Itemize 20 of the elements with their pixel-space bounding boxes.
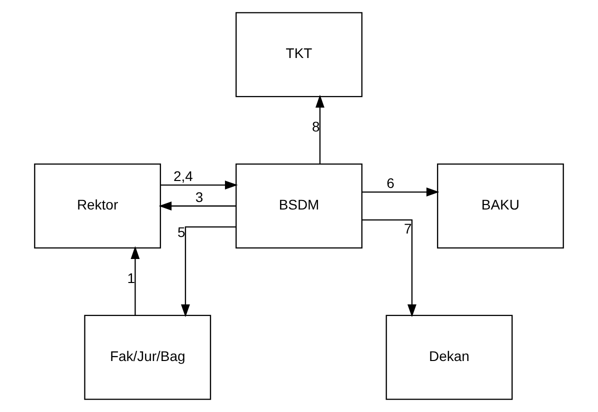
node-box: Fak/Jur/Bag <box>84 314 212 400</box>
edge-label: 1 <box>127 270 136 286</box>
node-box: TKT <box>236 12 362 98</box>
edge-label: 7 <box>404 220 412 237</box>
arrow <box>158 202 236 210</box>
arrow <box>362 219 416 318</box>
arrow <box>362 188 440 197</box>
arrow <box>160 180 238 190</box>
node-box: BAKU <box>437 164 564 248</box>
node-box: Rektor <box>34 164 161 248</box>
node-box: Dekan <box>386 314 513 400</box>
arrow <box>315 94 324 164</box>
arrow <box>130 246 140 316</box>
edge-label: 5 <box>177 224 186 240</box>
edge-label: 2,4 <box>174 168 193 184</box>
node-box: BSDM <box>236 164 362 248</box>
edge-label: 3 <box>195 189 204 206</box>
edge-label: 8 <box>312 118 320 134</box>
arrow <box>180 226 236 318</box>
edge-label: 6 <box>386 175 394 192</box>
